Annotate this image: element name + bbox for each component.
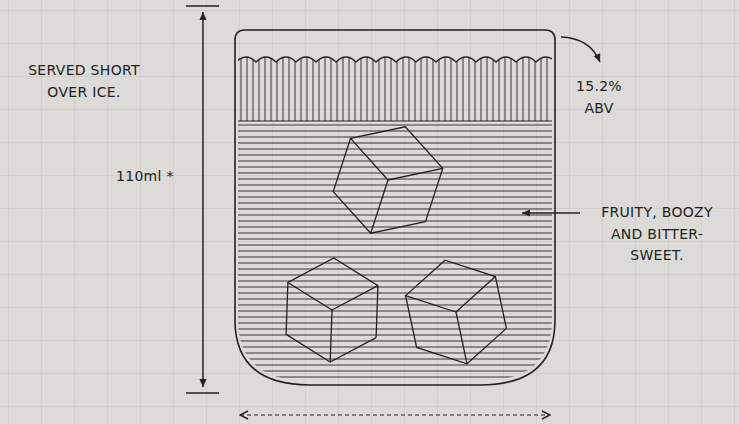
ice-cube-edge xyxy=(332,286,378,310)
ice-cube xyxy=(286,258,378,362)
ice-cube-edge xyxy=(456,312,467,364)
serving-note: SERVED SHORT OVER ICE. xyxy=(8,60,160,103)
dimension-marks xyxy=(186,6,600,415)
ice-cube xyxy=(406,260,507,364)
ice-cube-edge xyxy=(330,310,332,362)
ice-cube-edge xyxy=(388,168,443,180)
abv-note: 15.2% ABV xyxy=(568,76,630,119)
glass-outline xyxy=(235,30,555,385)
ice-cubes xyxy=(286,127,506,364)
ice-cube xyxy=(333,127,443,234)
ice-cube-edge xyxy=(456,277,495,312)
liquid xyxy=(236,57,556,386)
ice-cube-edge xyxy=(406,296,456,312)
ice-cube-edge xyxy=(371,180,388,233)
ice-cube-edge xyxy=(288,282,332,310)
taste-note: FRUITY, BOOZY AND BITTER- SWEET. xyxy=(586,202,728,267)
volume-dimension: 110ml * xyxy=(116,166,174,188)
ice-cube-edge xyxy=(351,138,388,180)
